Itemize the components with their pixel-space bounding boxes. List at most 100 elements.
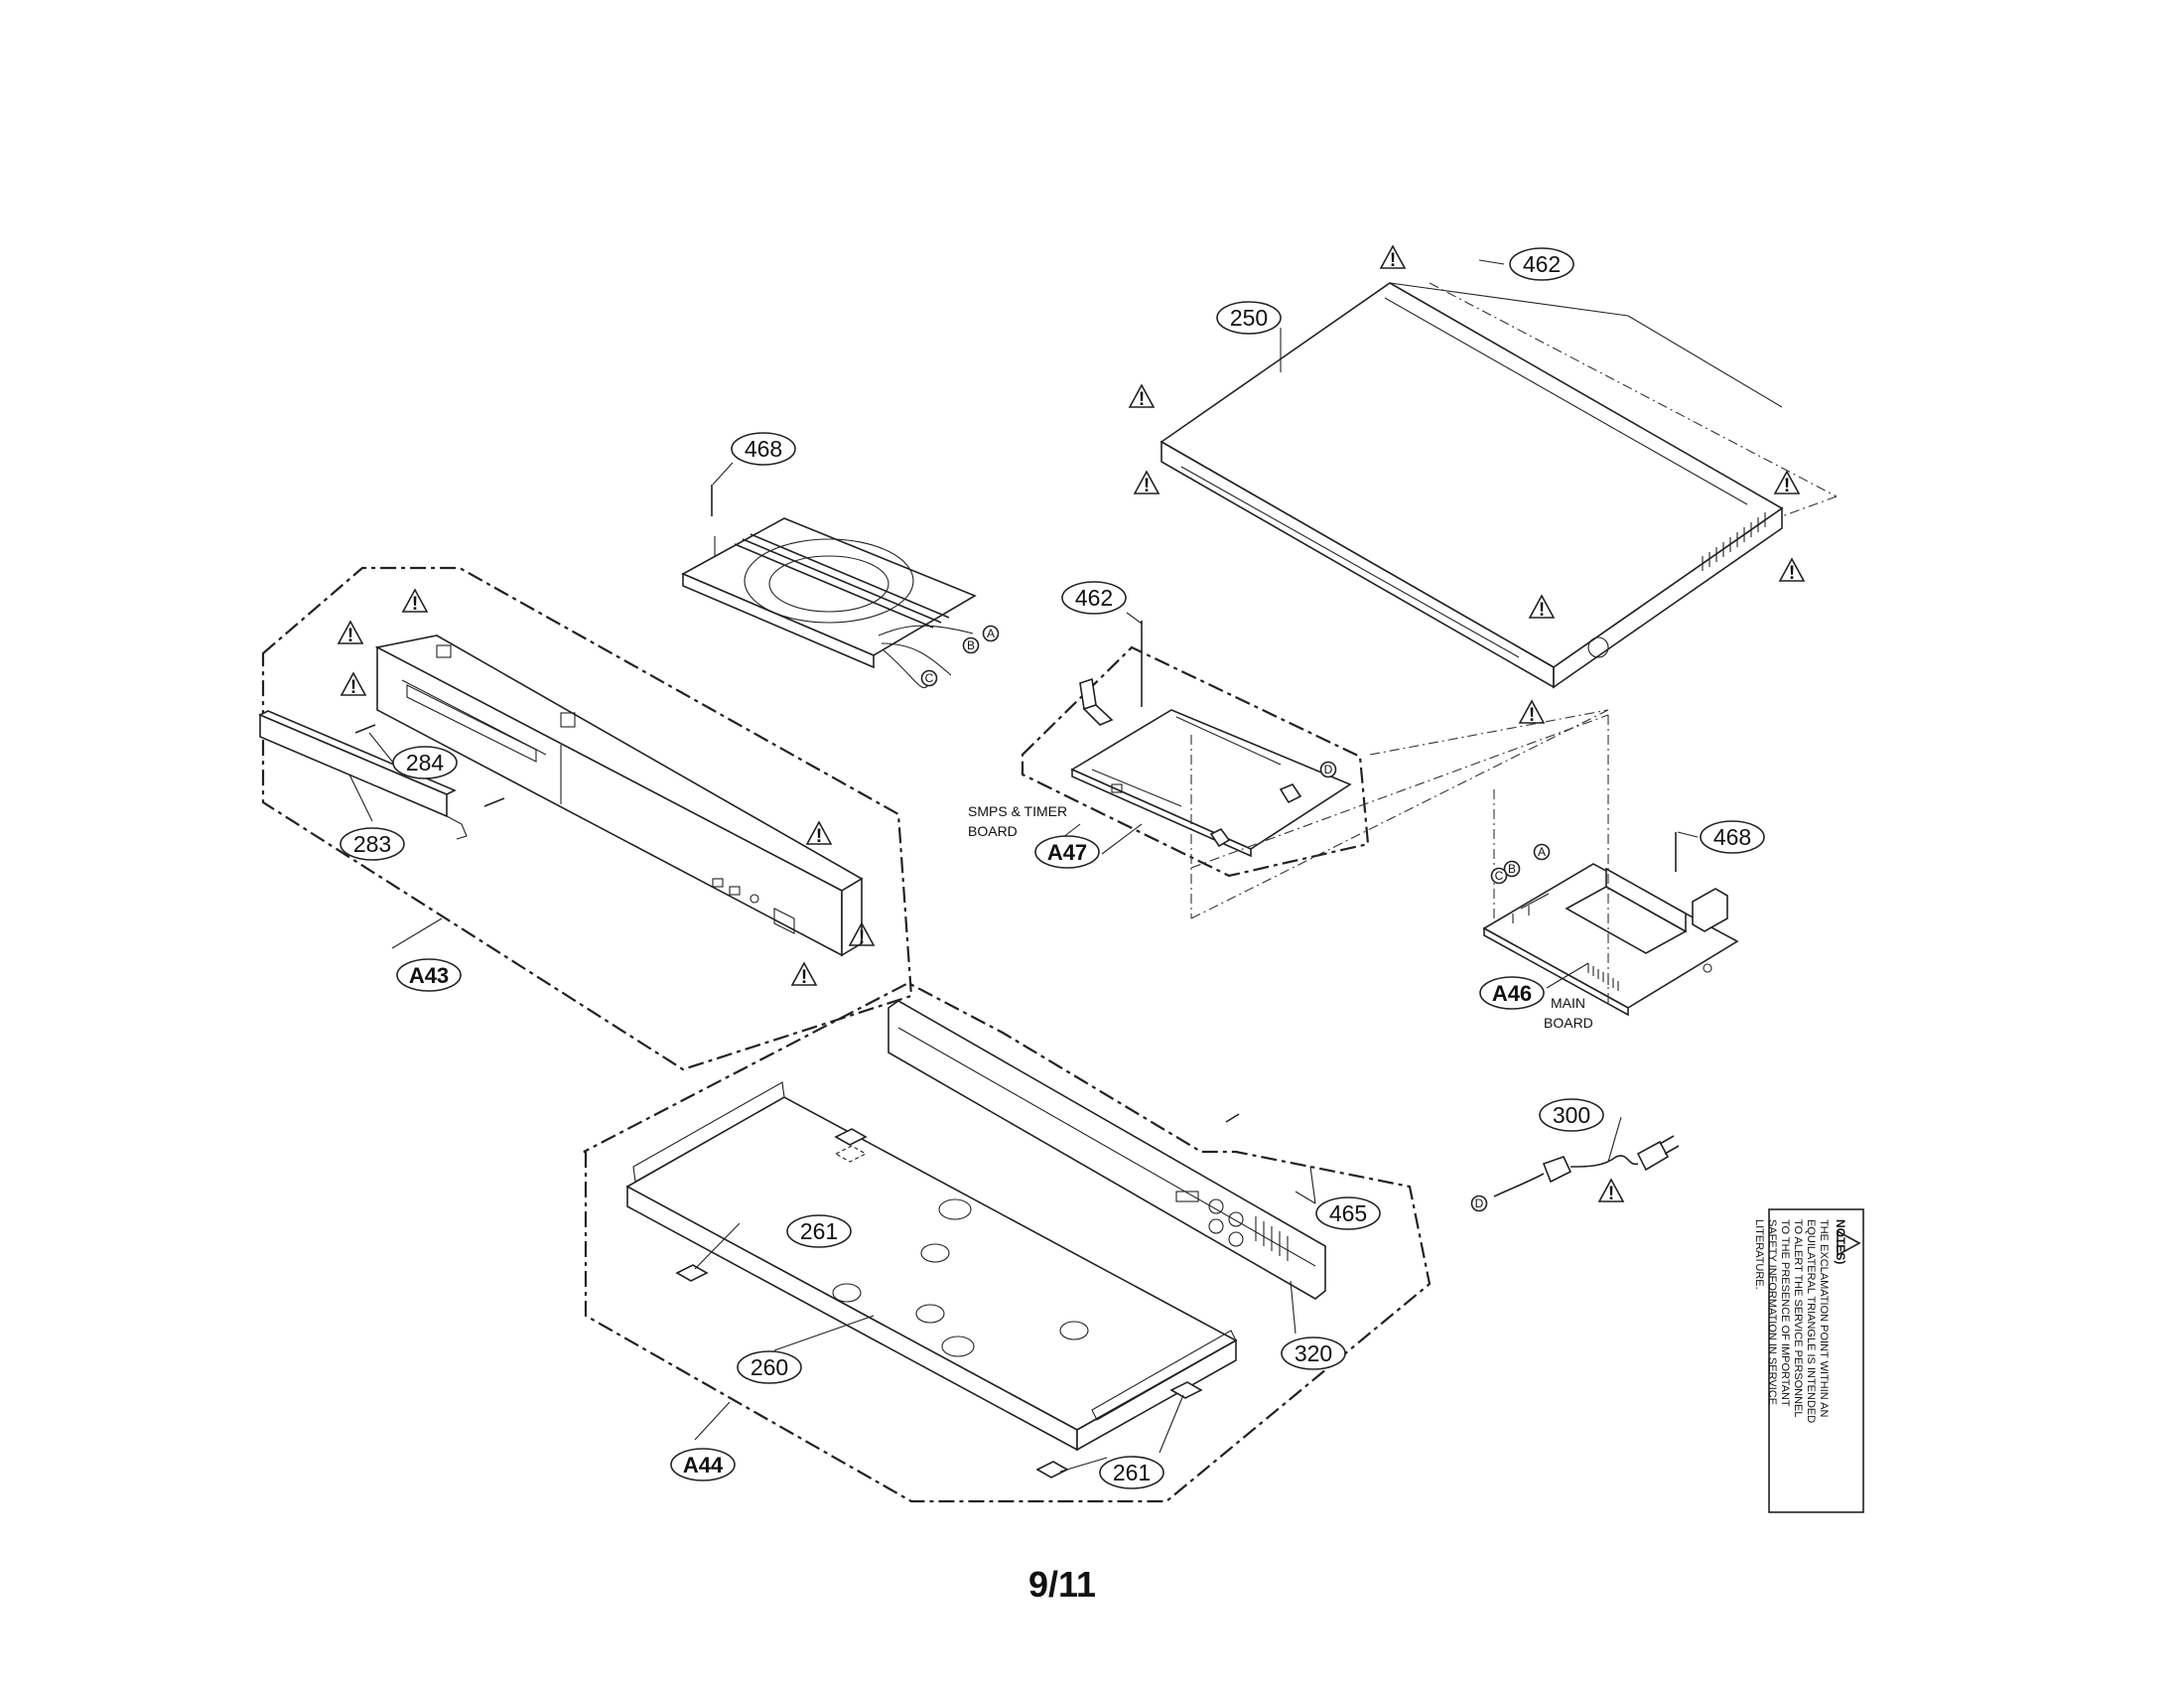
svg-text:!: ! [859, 927, 865, 948]
part-callout-260: 260 [737, 1350, 802, 1384]
notes-box: NOTES) THE EXCLAMATION POINT WITHIN AN E… [1753, 1208, 1864, 1513]
svg-text:!: ! [347, 626, 353, 646]
connector-b-marker: B [962, 636, 980, 654]
chassis-feet-bosses [832, 1198, 1089, 1357]
connector-c-marker: C [920, 669, 938, 687]
smps-board-label: SMPS & TIMER [968, 803, 1067, 819]
power-cord [1493, 1135, 1680, 1197]
assembly-callout-a43: A43 [396, 958, 462, 992]
part-callout-462-board: 462 [1061, 581, 1127, 615]
part-callout-300: 300 [1539, 1098, 1604, 1132]
warning-triangle-icon: ! [401, 588, 429, 615]
svg-text:468: 468 [1713, 824, 1751, 850]
svg-text:320: 320 [1295, 1340, 1332, 1366]
svg-text:!: ! [1784, 476, 1790, 496]
leader-lines [348, 259, 1699, 1473]
connector-a-marker: A [982, 625, 1000, 642]
svg-text:284: 284 [406, 750, 445, 775]
part-callout-284: 284 [392, 746, 458, 779]
warning-triangle-icon: ! [1379, 244, 1407, 271]
warning-triangle-icon: ! [340, 671, 367, 698]
connector-a-marker: A [1533, 843, 1551, 861]
assembly-callout-a47: A47 [1034, 835, 1100, 869]
part-callout-462-top: 462 [1509, 247, 1574, 281]
part-callout-261-lower: 261 [1099, 1456, 1164, 1489]
svg-text:!: ! [1144, 476, 1150, 496]
warning-triangle-icon: ! [1518, 699, 1546, 726]
svg-text:A44: A44 [683, 1453, 724, 1477]
svg-text:B: B [967, 638, 975, 652]
svg-text:462: 462 [1075, 585, 1113, 611]
notes-line: LITERATURE. [1753, 1219, 1765, 1290]
svg-text:D: D [1475, 1196, 1484, 1210]
svg-text:261: 261 [1113, 1460, 1151, 1485]
svg-text:250: 250 [1230, 305, 1268, 331]
svg-text:A43: A43 [409, 963, 449, 988]
svg-text:!: ! [816, 826, 822, 847]
svg-text:B: B [1508, 862, 1516, 876]
notes-heading: NOTES) [1834, 1219, 1847, 1264]
part-callout-468-tray: 468 [731, 432, 796, 466]
svg-text:!: ! [1390, 250, 1396, 271]
svg-text:462: 462 [1523, 251, 1561, 277]
notes-line: TO THE PRESENCE OF IMPORTANT [1779, 1219, 1791, 1407]
svg-text:A: A [1538, 845, 1546, 859]
svg-text:260: 260 [751, 1354, 788, 1380]
warning-triangle-icon: ! [1133, 470, 1160, 496]
part-callout-283: 283 [340, 827, 405, 861]
smps-board-label-2: BOARD [968, 823, 1018, 839]
part-callout-261-upper: 261 [786, 1214, 852, 1248]
main-board-assembly [1482, 715, 1739, 1017]
cover-vents [1702, 512, 1766, 571]
connector-c-marker: C [1490, 867, 1508, 885]
warning-triangle-icon: ! [805, 820, 833, 847]
notes-line: TO ALERT THE SERVICE PERSONNEL [1792, 1219, 1804, 1418]
disc-loader [681, 485, 977, 689]
part-callout-468-main: 468 [1700, 820, 1765, 854]
connector-d-marker: D [1319, 761, 1337, 778]
svg-text:261: 261 [800, 1218, 838, 1244]
svg-text:468: 468 [745, 436, 782, 462]
svg-text:!: ! [1529, 705, 1535, 726]
warning-triangle-icon: ! [790, 961, 818, 988]
svg-text:!: ! [412, 594, 418, 615]
smps-timer-board-assembly [1021, 621, 1609, 919]
svg-text:!: ! [1539, 600, 1545, 621]
svg-text:283: 283 [353, 831, 391, 857]
warning-triangle-icon: ! [1773, 470, 1801, 496]
page-number: 9/11 [1028, 1564, 1096, 1605]
top-cover [1160, 282, 1838, 689]
svg-text:!: ! [1789, 563, 1795, 584]
svg-text:!: ! [1139, 389, 1145, 410]
main-board-label-2: BOARD [1544, 1015, 1593, 1031]
warning-triangle-icon: ! [848, 921, 876, 948]
svg-text:465: 465 [1329, 1200, 1367, 1226]
safety-warning-symbols: ! ! ! ! ! ! ! ! ! ! ! ! ! ! [337, 244, 1806, 1204]
part-callout-465: 465 [1315, 1196, 1381, 1230]
svg-text:!: ! [801, 967, 807, 988]
notes-line: THE EXCLAMATION POINT WITHIN AN [1818, 1219, 1830, 1418]
main-board-label: MAIN [1551, 995, 1585, 1011]
rear-panel [887, 1000, 1326, 1300]
notes-line: SAFETY INFORMATION IN SERVICE [1766, 1219, 1778, 1405]
connector-markers: A B C D A B C D [920, 625, 1551, 1212]
warning-triangle-icon: ! [337, 620, 364, 646]
warning-triangle-icon: ! [1528, 594, 1556, 621]
bottom-chassis-assembly [583, 981, 1432, 1503]
notes-line: EQUILATERAL TRIANGLE IS INTENDED [1805, 1219, 1817, 1423]
svg-text:A47: A47 [1047, 840, 1087, 865]
svg-text:!: ! [350, 677, 356, 698]
svg-text:300: 300 [1553, 1102, 1590, 1128]
assembly-callout-a46: A46 [1479, 976, 1545, 1010]
svg-text:C: C [925, 671, 934, 685]
assembly-callout-a44: A44 [670, 1448, 736, 1481]
svg-text:A: A [987, 627, 995, 640]
warning-triangle-icon [1837, 1229, 1861, 1257]
svg-text:A46: A46 [1492, 981, 1532, 1006]
part-callout-250: 250 [1216, 301, 1282, 335]
connector-d-marker: D [1470, 1195, 1488, 1212]
connector-b-marker: B [1503, 860, 1521, 878]
svg-text:!: ! [1608, 1184, 1614, 1204]
warning-triangle-icon: ! [1778, 557, 1806, 584]
